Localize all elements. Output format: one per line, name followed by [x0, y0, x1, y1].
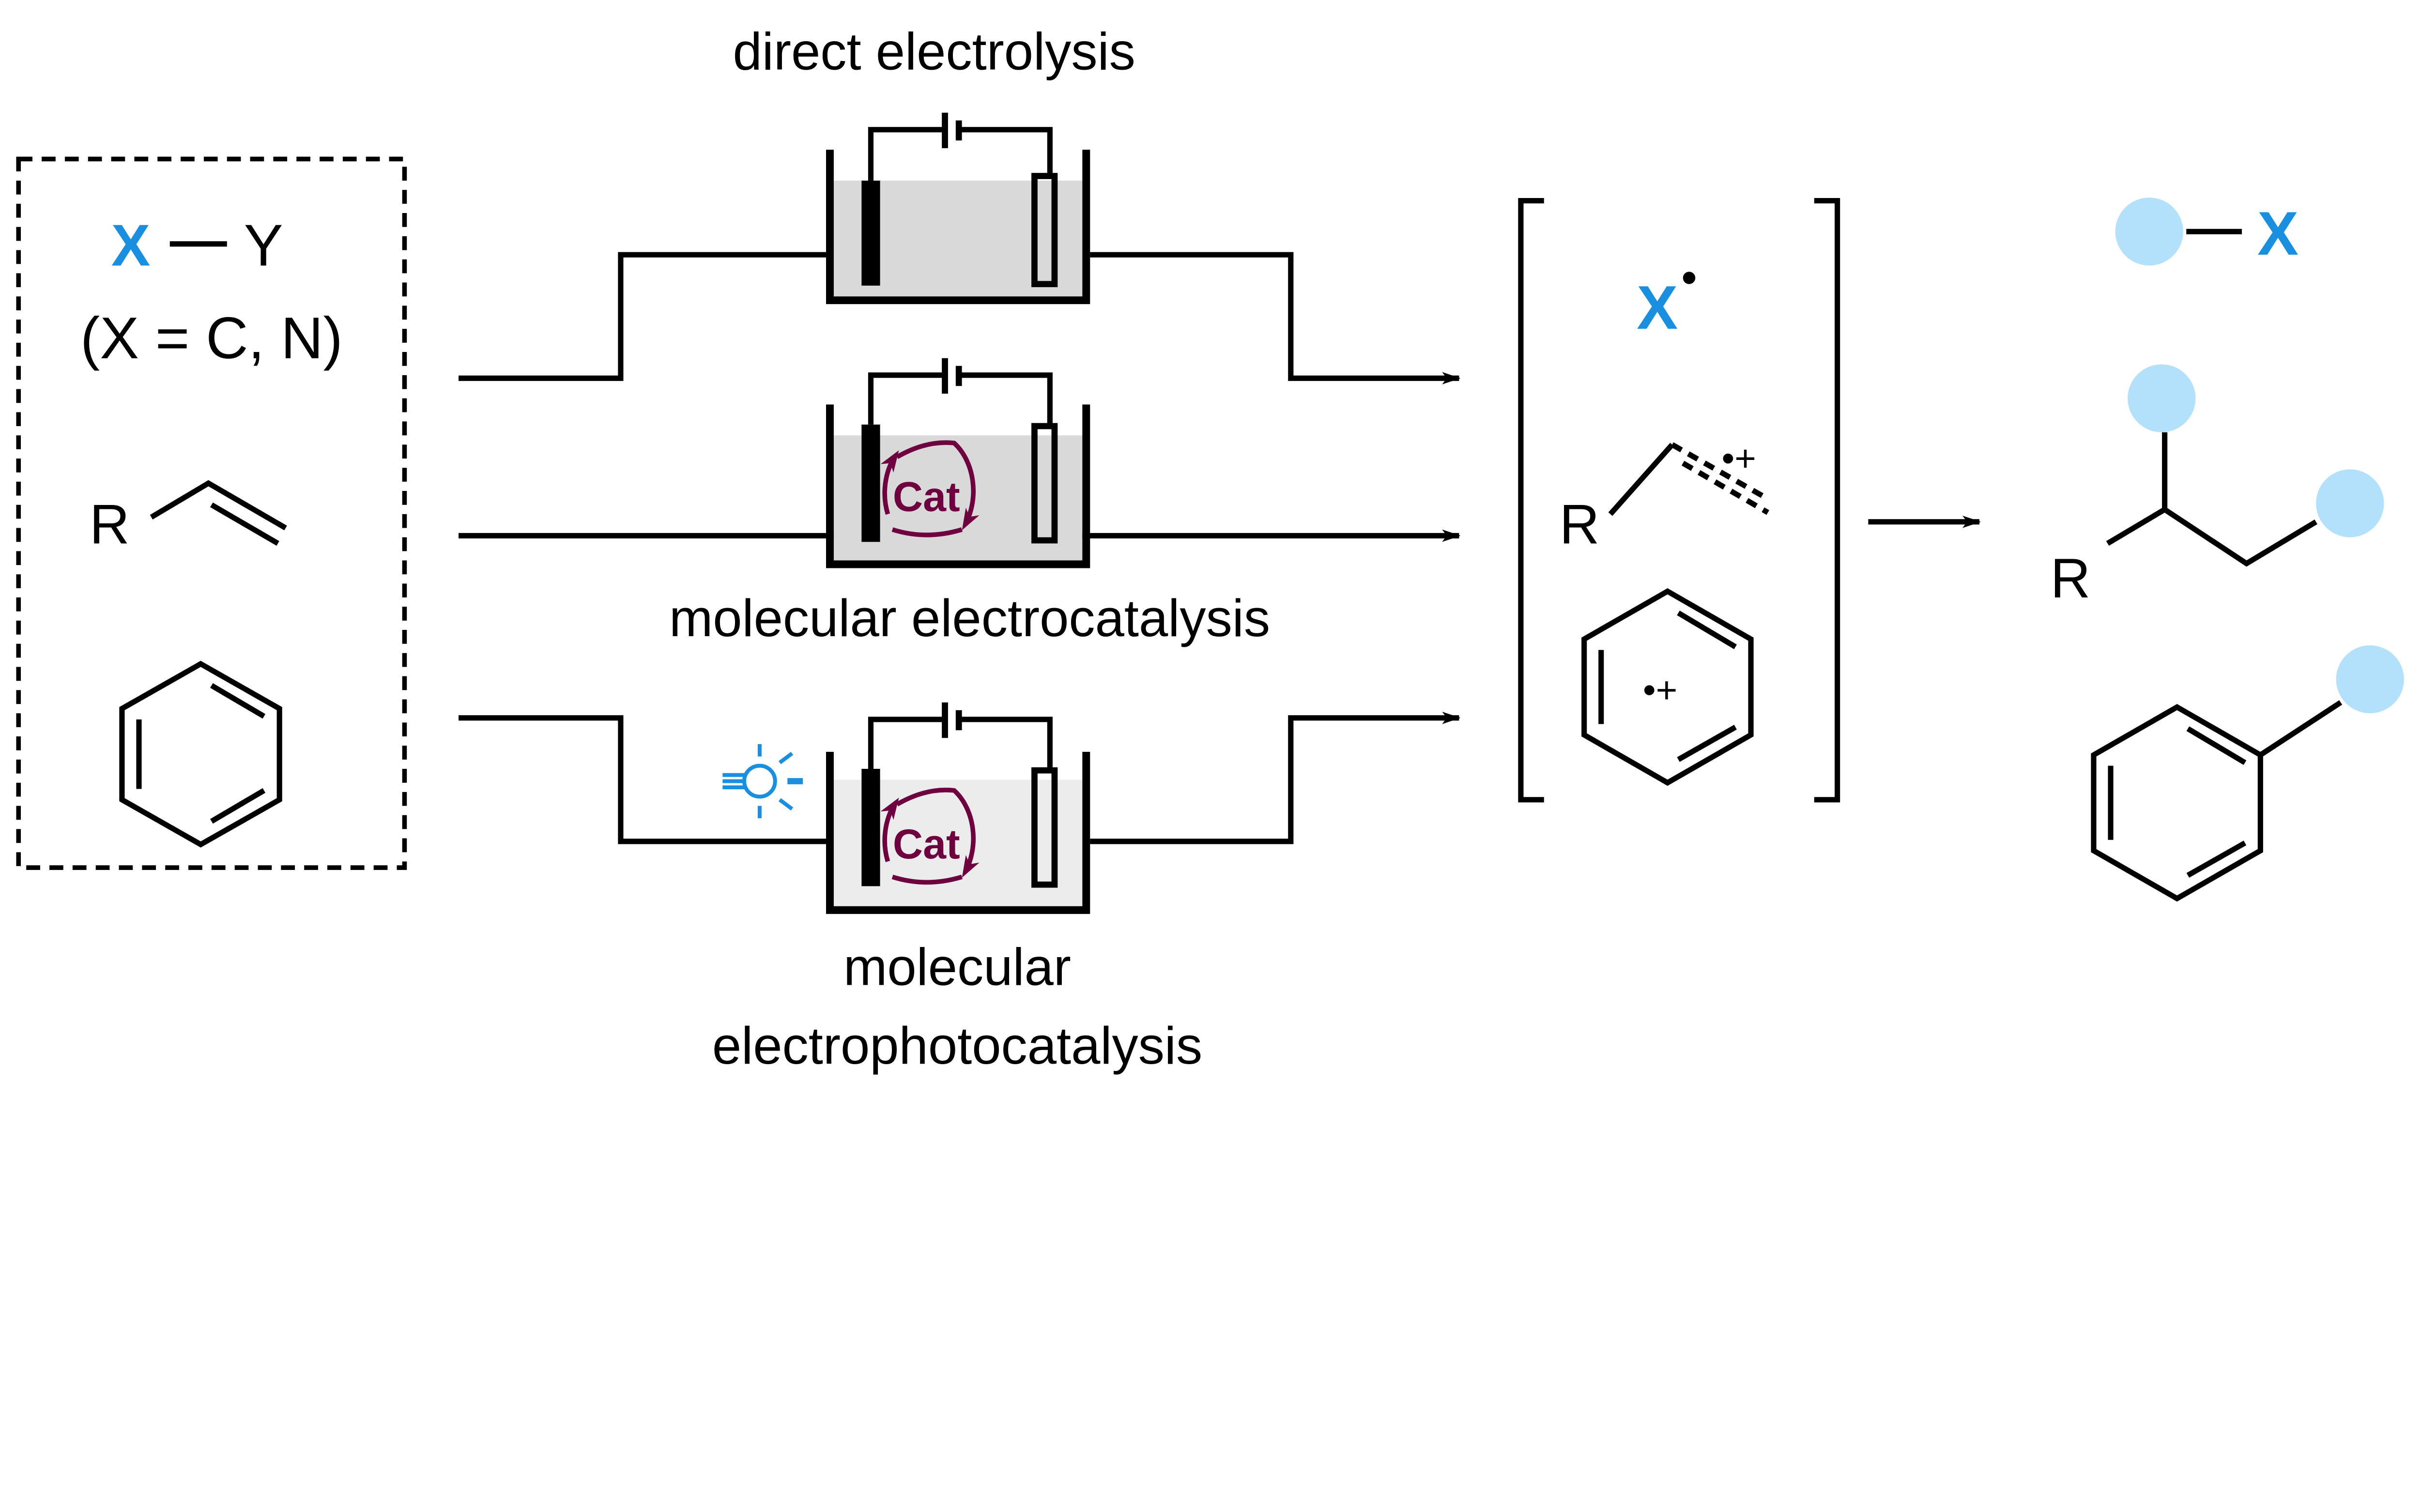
- x-radical-label: X: [1637, 274, 1678, 342]
- products: X R: [2051, 198, 2404, 902]
- electrocatalysis-cell: Cat: [826, 358, 1090, 568]
- reactants-box: X Y (X = C, N) R: [16, 156, 407, 870]
- direct-electrolysis-label: direct electrolysis: [733, 22, 1135, 80]
- cat-label: Cat: [893, 473, 960, 520]
- cat-label: Cat: [893, 821, 960, 868]
- catalytic-cycle-icon: Cat: [880, 440, 980, 537]
- y-label: Y: [244, 212, 283, 278]
- product-r-label: R: [2051, 548, 2091, 610]
- electrophotocatalysis-cell: Cat: [722, 702, 1090, 914]
- condition-label: (X = C, N): [80, 305, 343, 371]
- battery-icon: [868, 112, 1053, 181]
- alkene-r-label: R: [90, 493, 130, 555]
- light-bulb-icon: [722, 744, 803, 819]
- battery-icon: [868, 702, 1053, 771]
- radical-dot: [1683, 272, 1696, 284]
- photo-label-line2: electrophotocatalysis: [712, 1016, 1202, 1075]
- benzene-radical-cation-label: •+: [1643, 670, 1677, 711]
- radical-cation-label: •+: [1721, 438, 1756, 479]
- catalytic-cycle-icon: Cat: [880, 787, 980, 885]
- x-label: X: [111, 212, 151, 278]
- benzene-structure: [119, 660, 282, 848]
- benzene-radical-cation: •+: [1581, 588, 1754, 786]
- r-label: R: [1560, 493, 1600, 555]
- reaction-scheme: X Y (X = C, N) R direct ele: [16, 22, 2404, 1075]
- alkene-structure: [150, 480, 287, 531]
- electrocatalysis-label: molecular electrocatalysis: [669, 589, 1270, 647]
- direct-electrolysis-cell: [826, 112, 1090, 305]
- battery-icon: [868, 358, 1053, 427]
- intermediates: X R •+ •+: [1518, 198, 1840, 803]
- photo-label-line1: molecular: [843, 937, 1071, 996]
- product-x-label: X: [2257, 199, 2298, 268]
